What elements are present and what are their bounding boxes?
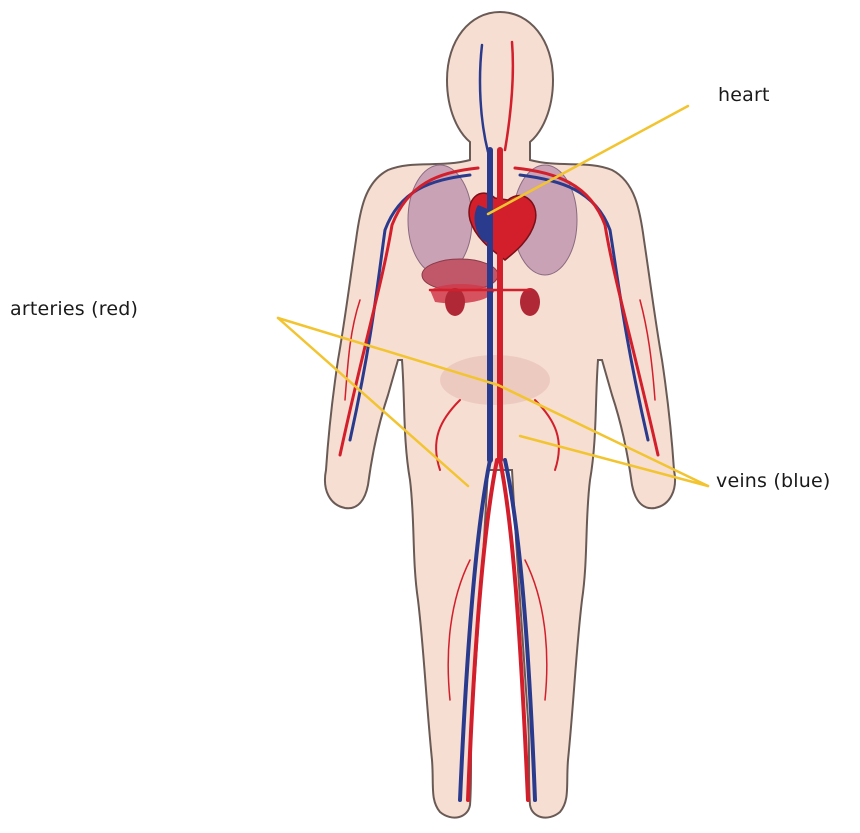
left-kidney — [445, 288, 465, 316]
arteries — [340, 42, 658, 800]
right-kidney — [520, 288, 540, 316]
veins-label: veins (blue) — [716, 470, 831, 492]
pelvis-area — [440, 355, 550, 405]
heart-label: heart — [718, 84, 770, 106]
arteries-label: arteries (red) — [10, 298, 138, 320]
